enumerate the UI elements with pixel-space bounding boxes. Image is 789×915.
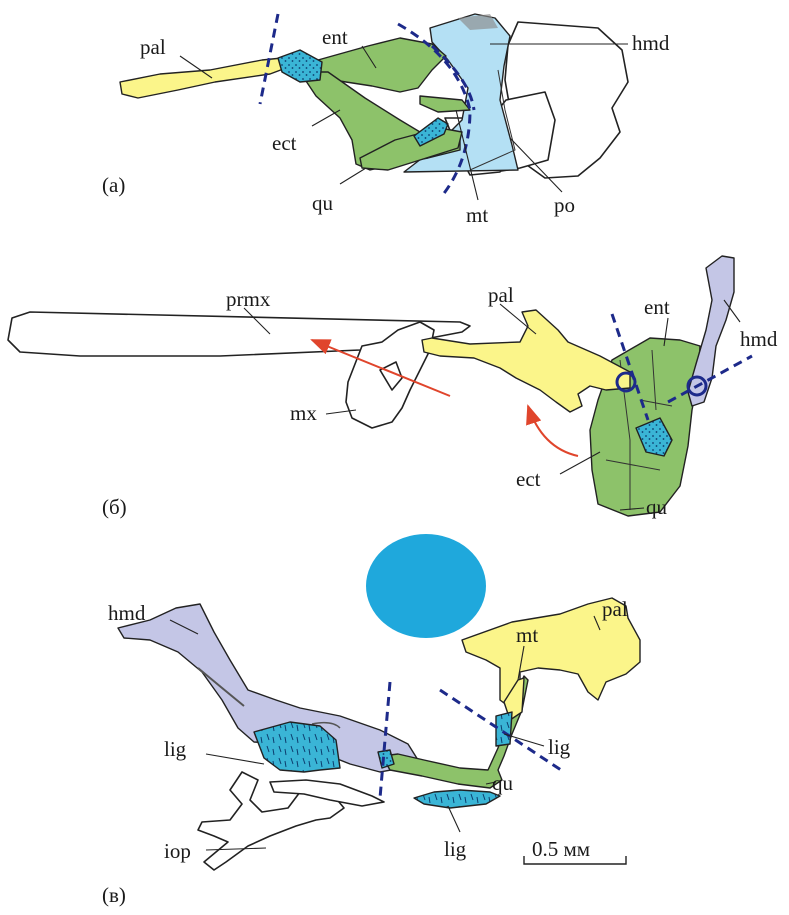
hmd-bone-b	[688, 256, 734, 406]
label-mx-b: mx	[290, 401, 317, 425]
ligament-v3	[414, 790, 500, 808]
scale-bar-label: 0.5 мм	[532, 837, 590, 861]
label-pal-v: pal	[602, 597, 628, 621]
ligament-a1	[278, 50, 322, 82]
mt-bone-a	[420, 96, 470, 112]
label-iop-v: iop	[164, 839, 191, 863]
label-ect-a: ect	[272, 131, 297, 155]
panel-v: hmd pal mt lig lig qu lig iop 0.5 мм (в)	[102, 534, 640, 907]
scale-bar: 0.5 мм	[524, 837, 626, 864]
label-prmx-b: prmx	[226, 287, 271, 311]
arrow-curved-b	[528, 406, 578, 456]
label-ect-b: ect	[516, 467, 541, 491]
label-mt-a: mt	[466, 203, 488, 227]
ligament-v2	[496, 712, 512, 746]
label-qu-v: qu	[492, 771, 514, 795]
label-ent-b: ent	[644, 295, 670, 319]
label-qu-a: qu	[312, 191, 334, 215]
label-hmd-a: hmd	[632, 31, 670, 55]
label-pal-a: pal	[140, 35, 166, 59]
panel-letter-v: (в)	[102, 883, 126, 907]
label-pal-b: pal	[488, 283, 514, 307]
blue-disc-v	[366, 534, 486, 638]
panel-a: pal ent hmd ect qu mt po (а)	[102, 14, 670, 227]
label-hmd-v: hmd	[108, 601, 146, 625]
panel-letter-b: (б)	[102, 495, 127, 519]
label-po-a: po	[554, 193, 575, 217]
label-lig-v2: lig	[164, 737, 187, 761]
label-lig-v1: lig	[548, 735, 571, 759]
label-ent-a: ent	[322, 25, 348, 49]
label-mt-v: mt	[516, 623, 538, 647]
panel-b: prmx pal ent hmd mx ect qu (б)	[8, 256, 778, 519]
label-qu-b: qu	[646, 495, 668, 519]
label-hmd-b: hmd	[740, 327, 778, 351]
label-lig-v3: lig	[444, 837, 467, 861]
panel-letter-a: (а)	[102, 173, 125, 197]
